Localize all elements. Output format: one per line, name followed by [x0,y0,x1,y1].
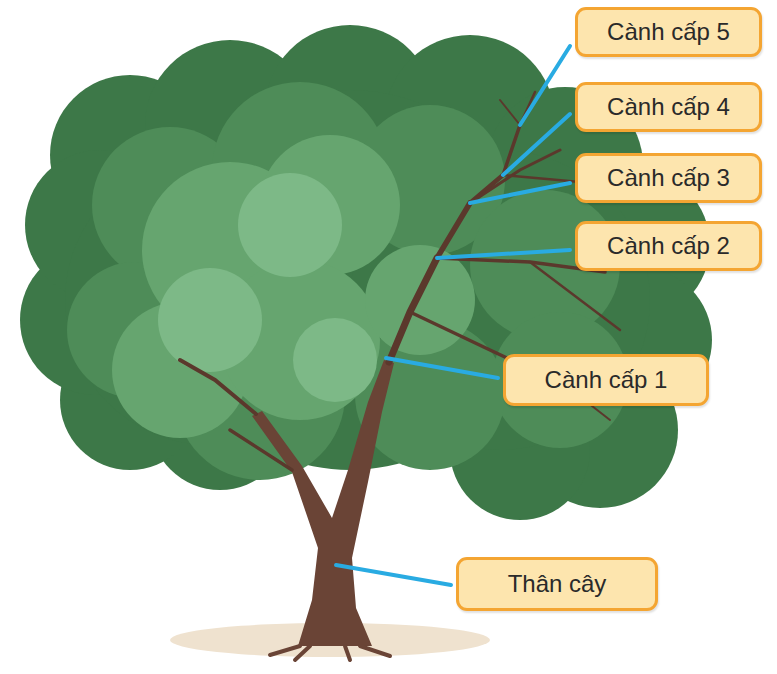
foliage-mid [67,82,628,480]
label-box: Cành cấp 1 [503,354,709,406]
leader-lines [336,46,570,585]
foliage-light [112,135,475,438]
foliage [158,268,262,372]
side-branch [500,100,520,125]
trunk-shape [252,360,394,646]
leader-line [520,46,570,125]
label-text: Cành cấp 3 [607,165,730,191]
label-text: Cành cấp 4 [607,94,730,120]
leader-line [336,565,451,585]
side-branch [503,175,580,182]
label-text: Thân cây [508,571,607,597]
label-box: Thân cây [456,557,658,611]
side-branch [180,360,256,414]
label-text: Cành cấp 2 [607,233,730,259]
label-box: Cành cấp 2 [575,221,762,271]
label-box: Cành cấp 4 [575,82,762,132]
side-branch [530,262,620,330]
branch-level-1 [389,258,437,362]
foliage [365,245,475,355]
trunk [252,360,394,660]
branches [180,92,620,470]
leader-line [386,358,498,378]
label-text: Cành cấp 5 [607,19,730,45]
side-branch [230,430,292,470]
label-text: Cành cấp 1 [545,367,668,393]
branch-level-2 [437,203,470,258]
foliage [238,173,342,277]
foliage [293,318,377,402]
leader-line [437,250,570,258]
roots [270,646,390,660]
leader-line [503,114,570,175]
label-box: Cành cấp 5 [575,7,762,57]
label-box: Cành cấp 3 [575,153,762,203]
leader-line [470,183,570,203]
